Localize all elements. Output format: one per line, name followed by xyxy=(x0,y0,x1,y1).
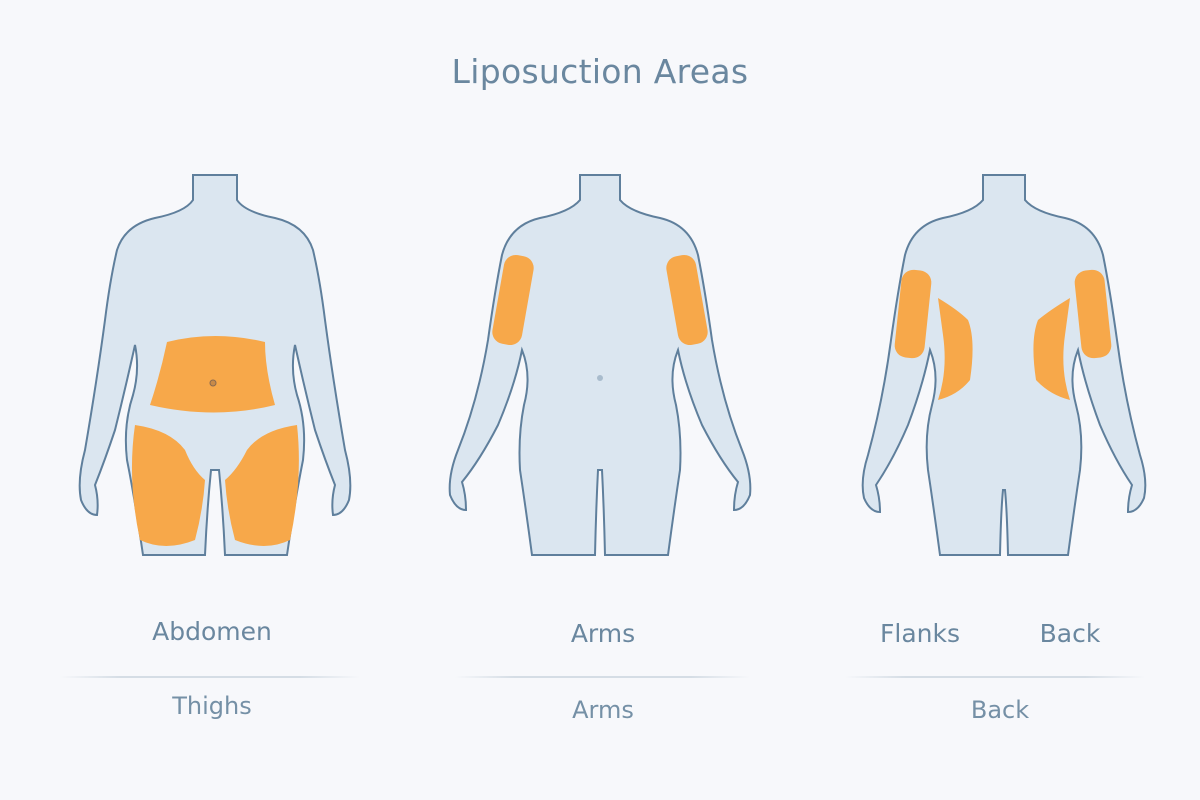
caption-back: Back xyxy=(970,696,1030,724)
caption-arms: Arms xyxy=(572,696,634,724)
figure-flanks-back xyxy=(858,170,1148,570)
arm-left-region xyxy=(894,269,932,359)
label-flanks: Flanks xyxy=(880,619,960,648)
divider-2 xyxy=(455,676,750,678)
figure-abdomen-thighs xyxy=(75,170,355,570)
label-arms: Arms xyxy=(570,619,636,648)
divider-3 xyxy=(845,676,1145,678)
body-front-illustration xyxy=(78,174,352,556)
abdomen-region xyxy=(150,336,275,413)
navel xyxy=(597,375,603,381)
body-back-illustration xyxy=(861,174,1147,556)
label-back: Back xyxy=(1039,619,1101,648)
flank-right-region xyxy=(1033,298,1070,400)
thigh-right-region xyxy=(225,425,299,546)
navel xyxy=(209,379,217,387)
label-abdomen: Abdomen xyxy=(152,617,272,646)
thigh-left-region xyxy=(131,425,205,546)
figure-arms xyxy=(440,170,760,570)
arm-right-region xyxy=(1074,269,1112,359)
body-front-illustration xyxy=(448,174,752,556)
page-title: Liposuction Areas xyxy=(451,52,749,91)
arm-left-region xyxy=(492,254,534,346)
caption-thighs: Thighs xyxy=(172,692,252,720)
body-silhouette xyxy=(448,174,752,556)
arm-right-region xyxy=(666,254,708,346)
body-silhouette xyxy=(861,174,1147,556)
flank-left-region xyxy=(938,298,973,400)
divider-1 xyxy=(60,676,360,678)
